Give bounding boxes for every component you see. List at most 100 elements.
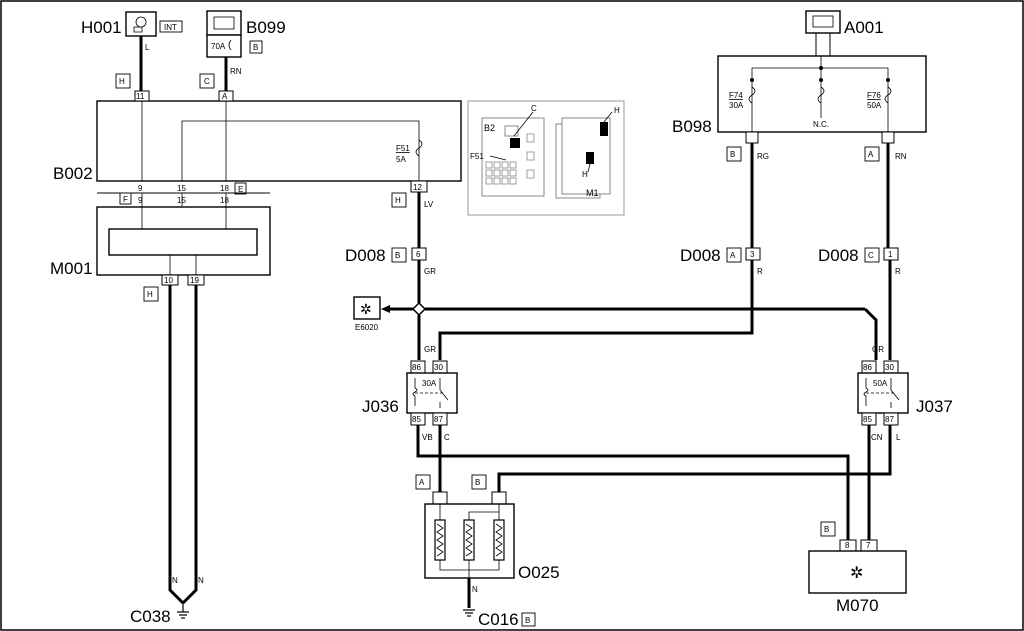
tag-f-text: F <box>123 195 128 204</box>
f51-rating: 5A <box>396 155 406 164</box>
wire-l <box>497 425 892 492</box>
tag-c-text: C <box>204 77 210 86</box>
d008-label-1: D008 <box>345 246 386 265</box>
wire-label-rg: RG <box>757 152 769 161</box>
f51-fuse-symbol <box>415 139 423 157</box>
pin-3: 3 <box>750 250 755 259</box>
wire-m001-c038-b <box>181 285 198 605</box>
b002-box <box>96 100 462 182</box>
b098-tag-b <box>726 146 742 162</box>
tag-e-text: E <box>238 185 243 194</box>
inset-h2: H <box>582 170 588 179</box>
pin-12: 12 <box>413 183 422 192</box>
m001-tag-h-text: H <box>147 290 153 299</box>
int-tag <box>159 20 183 33</box>
location-inset <box>467 100 625 216</box>
d008-label-3: D008 <box>818 246 859 265</box>
pin-30b: 30 <box>885 363 894 372</box>
inset-f51: F51 <box>470 152 484 161</box>
o025-pin-a <box>432 491 448 505</box>
pin-9: 9 <box>138 184 143 193</box>
e6020-label: E6020 <box>355 323 379 332</box>
b099-tag <box>249 40 263 54</box>
d008-tag-a <box>726 247 742 263</box>
j036-label: J036 <box>362 397 399 416</box>
c038-ground-icon <box>177 603 189 619</box>
j037-label: J037 <box>916 397 953 416</box>
wire-label-gr1: GR <box>424 267 436 276</box>
a001-battery <box>805 10 841 56</box>
pin-87b: 87 <box>885 415 894 424</box>
wire-label-l: L <box>145 43 150 52</box>
tag-h3-text: H <box>395 196 401 205</box>
o025-tag-a <box>415 474 431 490</box>
b098-pin-a <box>881 131 895 144</box>
o025-tag-b-text: B <box>475 478 480 487</box>
wire-label-lv: LV <box>424 200 434 209</box>
wire-label-n1: N <box>172 576 178 585</box>
fan-icon: ✲ <box>850 565 863 582</box>
b099-fuse-rating: 70A <box>211 42 226 51</box>
wire-gr-j037 <box>863 307 878 360</box>
b002-tag-e <box>234 182 247 195</box>
f74-fuse-symbol <box>748 86 756 104</box>
f51-label: F51 <box>396 144 410 153</box>
pin-86b: 86 <box>863 363 872 372</box>
pin-19: 19 <box>190 276 199 285</box>
wire-label-r2: R <box>895 267 901 276</box>
wire-label-n2: N <box>198 576 204 585</box>
pin-87a: 87 <box>434 415 443 424</box>
pin-18: 18 <box>220 184 229 193</box>
pin-18b: 18 <box>220 196 229 205</box>
b099-battery <box>206 10 242 58</box>
b098-pin-b <box>745 131 759 144</box>
d008-tag-c <box>864 247 880 263</box>
inset-m1: M1 <box>586 188 599 198</box>
o025-coils <box>434 504 505 578</box>
pin-30a: 30 <box>434 363 443 372</box>
pin-10: 10 <box>164 276 173 285</box>
wire-label-gr3: GR <box>872 345 884 354</box>
pin-9b: 9 <box>138 196 143 205</box>
d008-tag-h <box>391 192 407 208</box>
wire-vb <box>416 425 850 540</box>
o025-tag-a-text: A <box>419 478 425 487</box>
inset-h1: H <box>614 106 620 115</box>
b098-tag-a <box>864 146 880 162</box>
wire-label-vb: VB <box>422 433 433 442</box>
c016-tag-b <box>521 612 536 627</box>
m070-label: M070 <box>836 596 879 615</box>
wire-label-n3: N <box>472 585 478 594</box>
f76-label: F76 <box>867 91 881 100</box>
m070-tag-b <box>820 521 836 537</box>
d008-tag-b <box>391 247 407 263</box>
wire-label-gr2: GR <box>424 345 436 354</box>
wire-label-l2: L <box>896 433 901 442</box>
d008-tag-c-text: C <box>868 251 874 260</box>
wire-label-r1: R <box>757 267 763 276</box>
b002-tag-c <box>199 73 215 89</box>
pin-85a: 85 <box>412 415 421 424</box>
pin-11: 11 <box>136 92 145 101</box>
b099-label: B099 <box>246 18 286 37</box>
pin-15: 15 <box>177 184 186 193</box>
inset-c: C <box>531 104 537 113</box>
b002-label: B002 <box>53 164 93 183</box>
j037-rating: 50A <box>873 379 888 388</box>
j036-rating: 30A <box>422 379 437 388</box>
c016-tag-b-text: B <box>525 616 530 625</box>
m001-tag-f <box>119 192 132 205</box>
m001-display <box>108 228 258 256</box>
wire-m001-c038-a <box>168 285 185 605</box>
f76-rating: 50A <box>867 101 882 110</box>
o025-label: O025 <box>518 563 560 582</box>
tag-h-text: H <box>119 77 125 86</box>
m070-fan-motor <box>808 550 907 594</box>
b099-tag-text: B <box>253 43 258 52</box>
d008-label-2: D008 <box>680 246 721 265</box>
o025-pin-b <box>491 491 507 505</box>
b098-tag-b-text: B <box>730 150 735 159</box>
h001-label: H001 <box>81 18 122 37</box>
m001-label: M001 <box>50 259 93 278</box>
